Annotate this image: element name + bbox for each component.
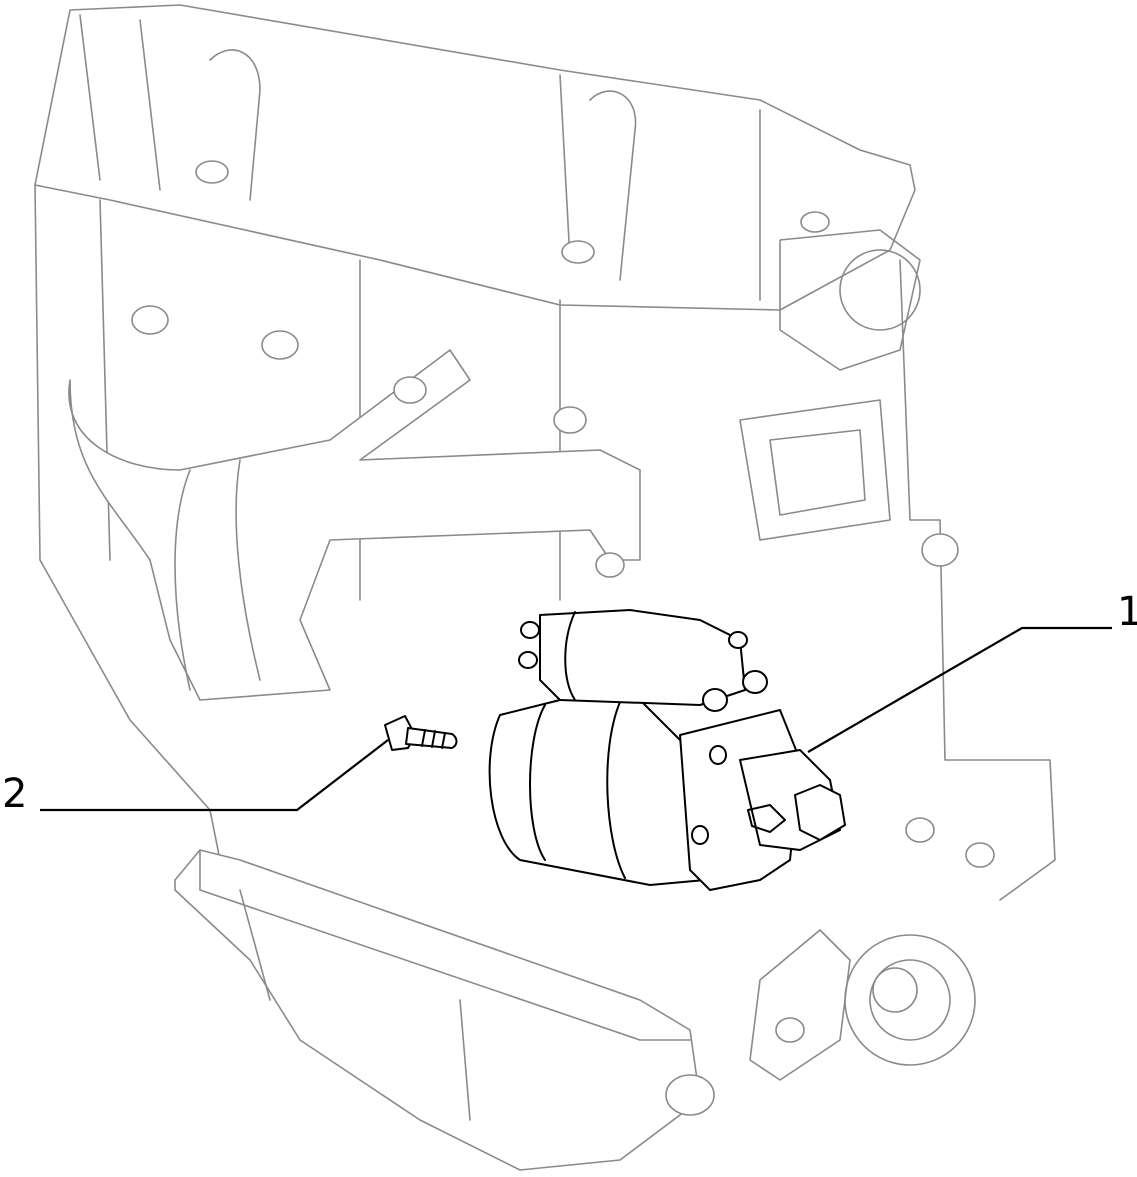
- leader-line-2: [40, 739, 389, 812]
- mounting-bolt: [384, 715, 458, 751]
- callout-label-starter-motor: 1: [1117, 589, 1137, 635]
- engine-block-ghost: [34, 4, 1056, 1171]
- callout-label-mounting-bolt: 2: [2, 771, 28, 817]
- leader-line-1: [807, 626, 1112, 753]
- starter-motor: [488, 609, 846, 891]
